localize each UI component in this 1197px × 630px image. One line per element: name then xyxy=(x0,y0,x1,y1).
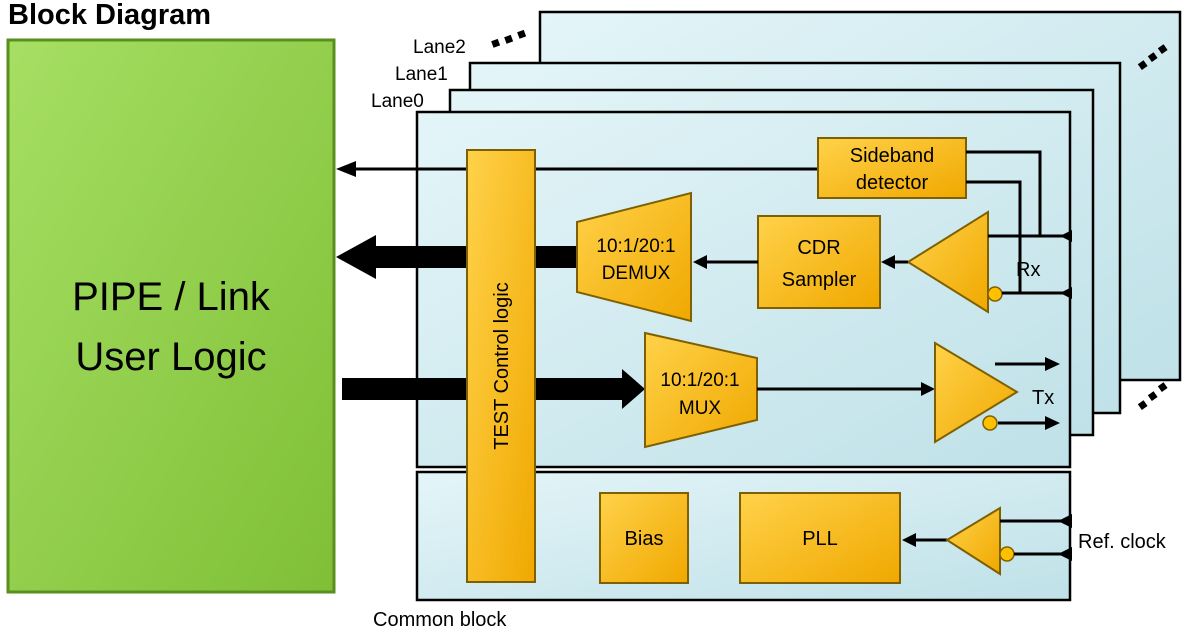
ellipsis-dots-top-left xyxy=(491,29,527,48)
cdr-line2: Sampler xyxy=(782,269,857,291)
tx-amplifier xyxy=(934,341,1019,444)
test-control-label: TEST Control logic xyxy=(491,282,513,449)
refclk-amp-to-pll-arrow xyxy=(902,533,947,547)
lane1-label: Lane1 xyxy=(395,64,448,85)
bias-block: Bias xyxy=(599,492,689,584)
rx-input-arrowheads xyxy=(1060,230,1072,299)
demux-line1: 10:1/20:1 xyxy=(596,236,675,257)
sideband-detector-block: Sideband detector xyxy=(817,137,967,199)
refclk-input-lines xyxy=(1000,514,1072,561)
cdr-line1: CDR xyxy=(797,237,840,259)
sideband-line2: detector xyxy=(856,172,929,194)
common-block-label: Common block xyxy=(373,609,507,630)
demux-line2: DEMUX xyxy=(602,263,671,284)
mux-to-tx-arrow xyxy=(757,382,935,396)
bias-label: Bias xyxy=(625,528,664,550)
lane2-label: Lane2 xyxy=(413,37,466,58)
pipe-block-line2: User Logic xyxy=(75,335,266,379)
ellipsis-dots-bottom-right xyxy=(1137,382,1168,410)
sideband-line1: Sideband xyxy=(850,145,935,167)
cdr-sampler-block: CDR Sampler xyxy=(757,215,881,309)
sideband-output-arrow xyxy=(336,161,818,177)
pipe-block-line1: PIPE / Link xyxy=(72,275,271,319)
cdr-to-demux-arrow xyxy=(693,255,758,269)
rx-input-lines xyxy=(966,150,1070,295)
mux-line2: MUX xyxy=(679,398,722,419)
rx-amp-to-cdr-arrow xyxy=(881,255,908,269)
lane0-label: Lane0 xyxy=(371,91,424,112)
mux-block: 10:1/20:1 MUX xyxy=(644,331,758,449)
demux-block: 10:1/20:1 DEMUX xyxy=(576,191,692,323)
ref-clock-label: Ref. clock xyxy=(1078,531,1167,553)
pll-block: PLL xyxy=(739,492,901,584)
diagram-title: Block Diagram xyxy=(8,0,211,31)
test-control-logic-block: TEST Control logic xyxy=(466,149,536,583)
pll-label: PLL xyxy=(802,528,838,550)
tx-output-lines xyxy=(995,357,1060,430)
tx-label: Tx xyxy=(1032,387,1054,409)
rx-amplifier xyxy=(906,210,1003,314)
refclk-amplifier xyxy=(945,506,1015,576)
ellipsis-dots-top-right xyxy=(1137,44,1168,70)
rx-label: Rx xyxy=(1016,259,1040,281)
pipe-link-block: PIPE / Link User Logic xyxy=(6,38,336,594)
mux-line1: 10:1/20:1 xyxy=(660,370,739,391)
